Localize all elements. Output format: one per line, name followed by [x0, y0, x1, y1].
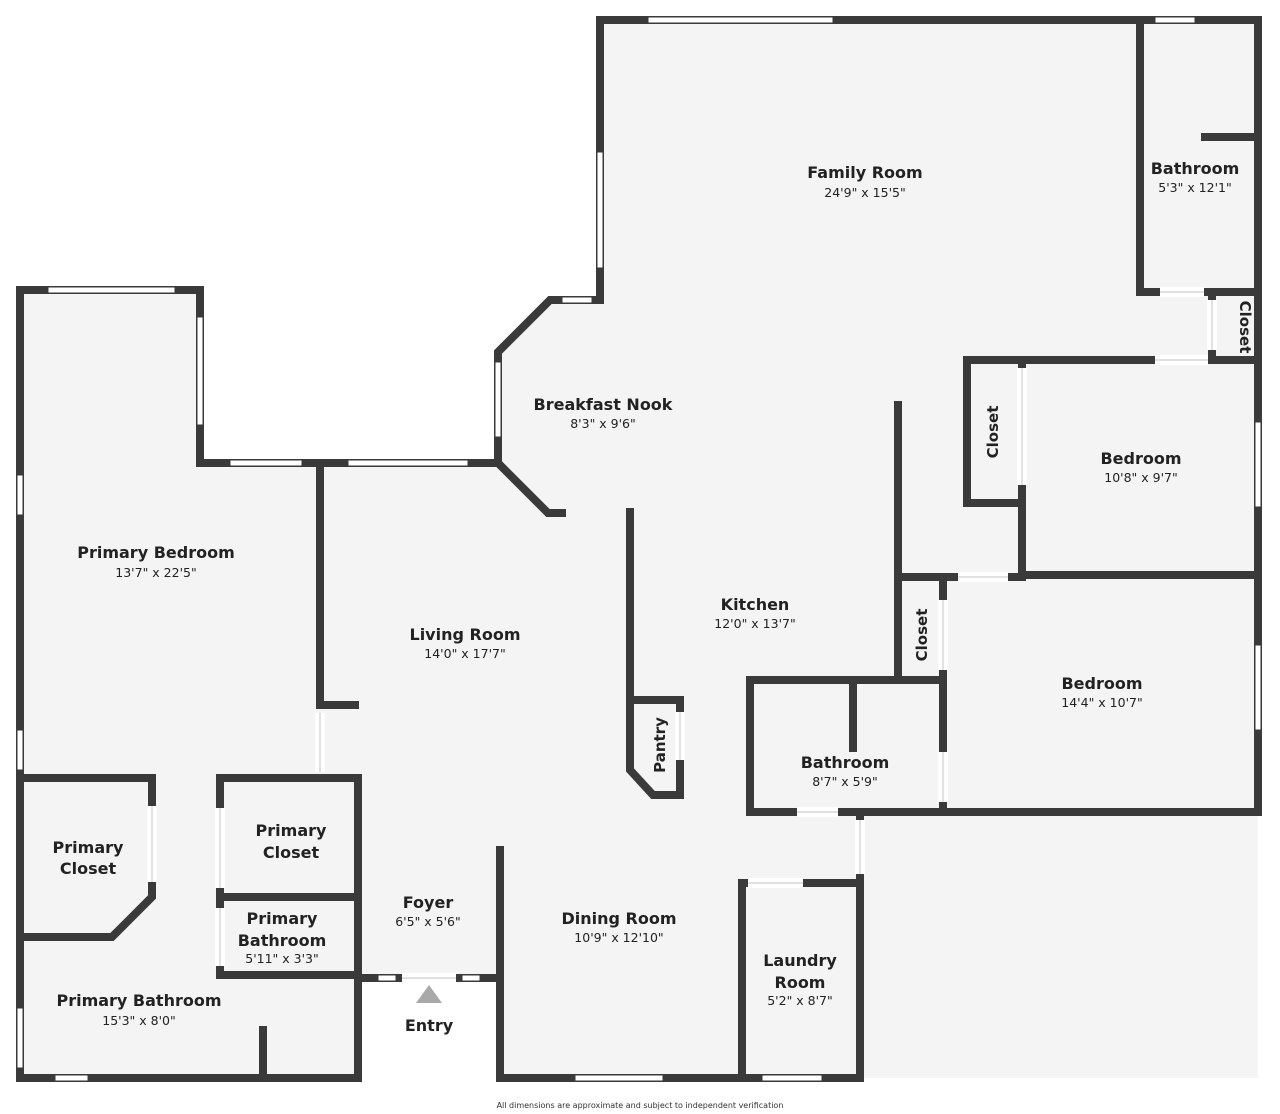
room-dim-bedroom-1: 10'8" x 9'7" — [1104, 470, 1177, 485]
room-label-primary-bathroom: Primary Bathroom — [56, 991, 221, 1010]
room-label-primary-bathroom-small-2: Bathroom — [238, 931, 327, 950]
room-dim-primary-bedroom: 13'7" x 22'5" — [115, 565, 196, 580]
room-dim-bedroom-2: 14'4" x 10'7" — [1061, 695, 1142, 710]
room-dim-bathroom-mid: 8'7" x 5'9" — [812, 774, 878, 789]
windows — [16, 16, 1262, 1082]
room-label-laundry-room-2: Room — [775, 973, 826, 992]
room-label-kitchen: Kitchen — [721, 595, 790, 614]
room-label-primary-closet-left-2: Closet — [60, 859, 117, 878]
room-dim-bathroom-ne: 5'3" x 12'1" — [1158, 180, 1231, 195]
room-label-primary-closet-left-1: Primary — [53, 838, 124, 857]
room-labels: Family Room 24'9" x 15'5" Bathroom 5'3" … — [53, 159, 1254, 1035]
room-label-living-room: Living Room — [410, 625, 521, 644]
room-label-bedroom-1: Bedroom — [1100, 449, 1181, 468]
room-dim-kitchen: 12'0" x 13'7" — [714, 616, 795, 631]
room-dim-primary-bathroom: 15'3" x 8'0" — [102, 1013, 175, 1028]
room-label-bathroom-ne: Bathroom — [1151, 159, 1240, 178]
room-label-family-room: Family Room — [807, 163, 922, 182]
room-label-primary-bathroom-small-1: Primary — [247, 909, 318, 928]
room-dim-foyer: 6'5" x 5'6" — [395, 914, 461, 929]
room-label-bathroom-mid: Bathroom — [801, 753, 890, 772]
room-dim-primary-bathroom-small: 5'11" x 3'3" — [245, 951, 318, 966]
room-label-foyer: Foyer — [403, 893, 454, 912]
entry-label: Entry — [405, 1016, 454, 1035]
room-dim-dining-room: 10'9" x 12'10" — [574, 930, 663, 945]
room-label-closet-bedroom: Closet — [984, 406, 1002, 459]
room-dim-breakfast-nook: 8'3" x 9'6" — [570, 416, 636, 431]
room-dim-laundry-room: 5'2" x 8'7" — [767, 993, 833, 1008]
room-label-breakfast-nook: Breakfast Nook — [534, 395, 673, 414]
room-dim-living-room: 14'0" x 17'7" — [424, 646, 505, 661]
room-label-laundry-room-1: Laundry — [763, 951, 837, 970]
room-label-primary-closet-right-2: Closet — [263, 843, 320, 862]
footer-note: All dimensions are approximate and subje… — [497, 1101, 784, 1110]
door-openings — [147, 287, 1217, 983]
entry-arrow-icon — [416, 985, 442, 1003]
room-label-bedroom-2: Bedroom — [1061, 674, 1142, 693]
room-label-dining-room: Dining Room — [561, 909, 676, 928]
room-label-pantry: Pantry — [651, 717, 669, 773]
room-label-primary-bedroom: Primary Bedroom — [77, 543, 235, 562]
room-label-primary-closet-right-1: Primary — [256, 821, 327, 840]
room-dim-family-room: 24'9" x 15'5" — [824, 185, 905, 200]
room-label-closet-mid: Closet — [913, 609, 931, 662]
room-label-closet-ne: Closet — [1236, 301, 1254, 354]
